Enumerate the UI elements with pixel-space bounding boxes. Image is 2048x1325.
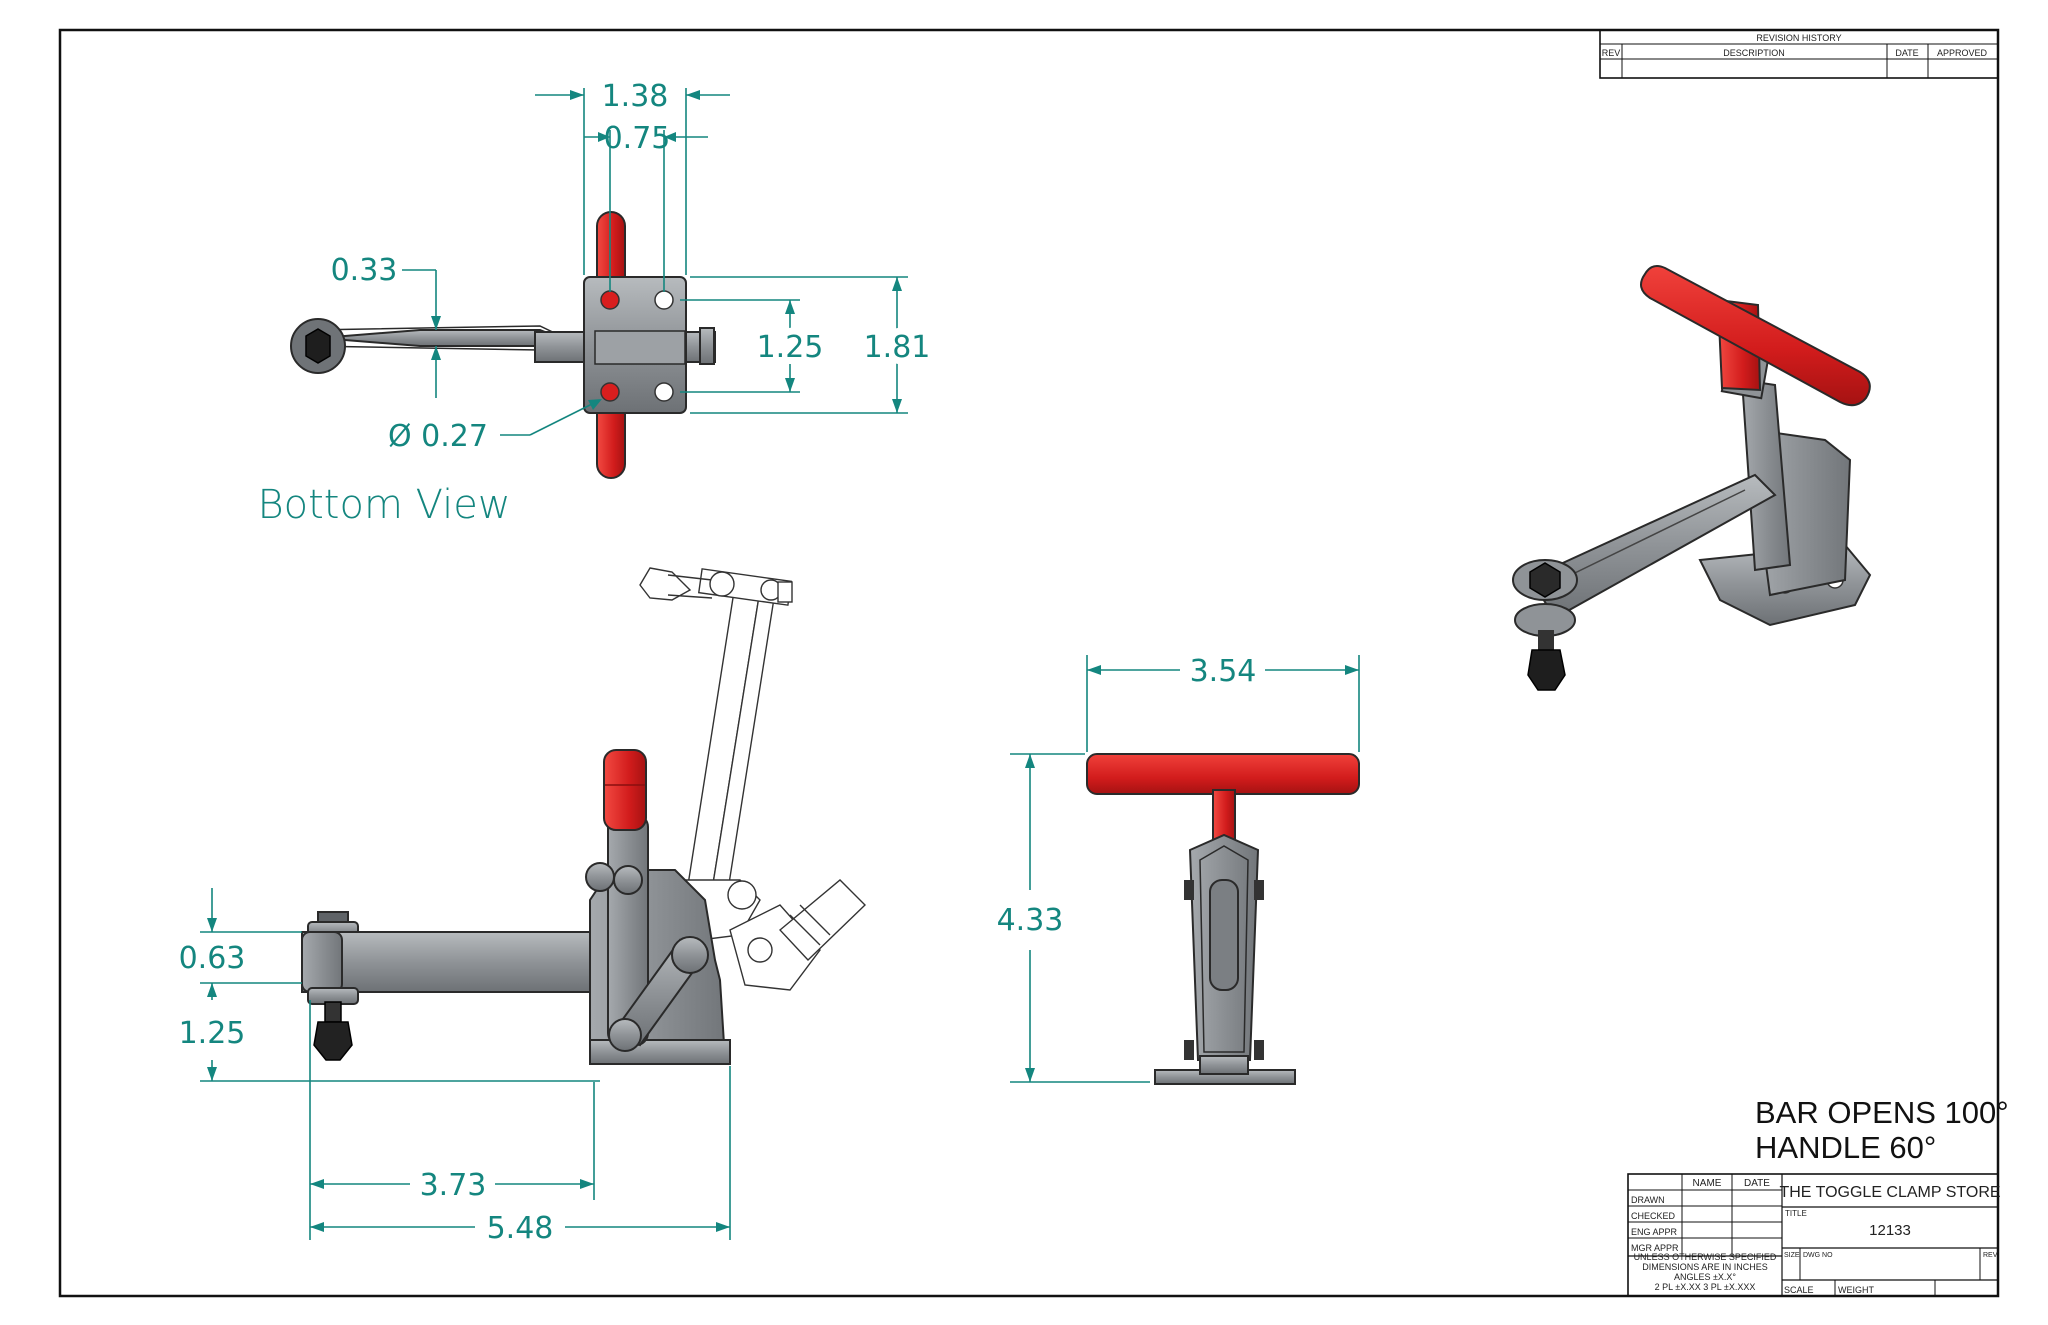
tb-row-drawn: DRAWN	[1631, 1195, 1665, 1205]
tb-size-label: SIZE	[1784, 1252, 1800, 1259]
revision-title: REVISION HISTORY	[1756, 33, 1841, 43]
bottom-view-label: Bottom View	[257, 482, 510, 528]
rev-col-approved: APPROVED	[1937, 48, 1988, 58]
tb-row-mgr-appr: MGR APPR	[1631, 1243, 1679, 1253]
tb-row-checked: CHECKED	[1631, 1211, 1676, 1221]
dim-3-73: 3.73	[420, 1168, 487, 1203]
tb-title-label: TITLE	[1785, 1209, 1807, 1218]
tb-title-value: 12133	[1869, 1222, 1911, 1239]
tb-header-date: DATE	[1744, 1178, 1770, 1189]
tb-tolerance-1: UNLESS OTHERWISE SPECIFIED	[1634, 1252, 1777, 1262]
dim-1-25-bottom: 1.25	[757, 330, 824, 365]
tb-company: THE TOGGLE CLAMP STORE	[1779, 1184, 2000, 1201]
front-view: 3.54 4.33	[997, 654, 1360, 1085]
dim-3-54: 3.54	[1190, 654, 1257, 689]
title-block: NAME DATE DRAWN CHECKED ENG APPR MGR APP…	[1627, 1173, 2001, 1297]
side-view: 0.63 1.25 3.73 5.48	[179, 567, 866, 1246]
dim-0-63: 0.63	[179, 941, 246, 976]
rev-col-rev: REV	[1602, 48, 1621, 58]
note-handle: HANDLE 60°	[1755, 1130, 1936, 1165]
sheet-border	[58, 28, 2000, 1298]
dim-5-48: 5.48	[487, 1211, 554, 1246]
rev-col-date: DATE	[1895, 48, 1918, 58]
tb-tolerance-2: DIMENSIONS ARE IN INCHES	[1642, 1262, 1768, 1272]
revision-block: REVISION HISTORY REV DESCRIPTION DATE AP…	[1599, 29, 1999, 79]
dim-1-81: 1.81	[864, 330, 931, 365]
tb-tolerance-3: ANGLES ±X.X°	[1674, 1272, 1736, 1282]
ghost-open-position	[639, 567, 866, 991]
dim-0-33: 0.33	[331, 253, 398, 288]
dim-dia-0-27: Ø 0.27	[388, 419, 488, 454]
tb-tolerance-4: 2 PL ±X.XX 3 PL ±X.XXX	[1655, 1282, 1756, 1292]
tb-rev-label: REV	[1983, 1252, 1998, 1259]
tb-row-eng-appr: ENG APPR	[1631, 1227, 1678, 1237]
tb-scale-label: SCALE	[1784, 1285, 1814, 1295]
dim-1-38: 1.38	[602, 79, 669, 114]
bottom-view: 1.38 0.75 0.33 1.25 1.81 Ø 0.27	[257, 79, 937, 528]
dim-0-75: 0.75	[604, 121, 671, 156]
tb-weight-label: WEIGHT	[1838, 1285, 1874, 1295]
dim-4-33: 4.33	[997, 903, 1064, 938]
tb-header-name: NAME	[1693, 1178, 1722, 1189]
rev-col-description: DESCRIPTION	[1723, 48, 1785, 58]
note-bar-opens: BAR OPENS 100°	[1755, 1095, 2009, 1130]
dim-1-25-side: 1.25	[179, 1016, 246, 1051]
tb-dwg-label: DWG NO	[1803, 1252, 1833, 1259]
isometric-view	[1512, 265, 1872, 691]
